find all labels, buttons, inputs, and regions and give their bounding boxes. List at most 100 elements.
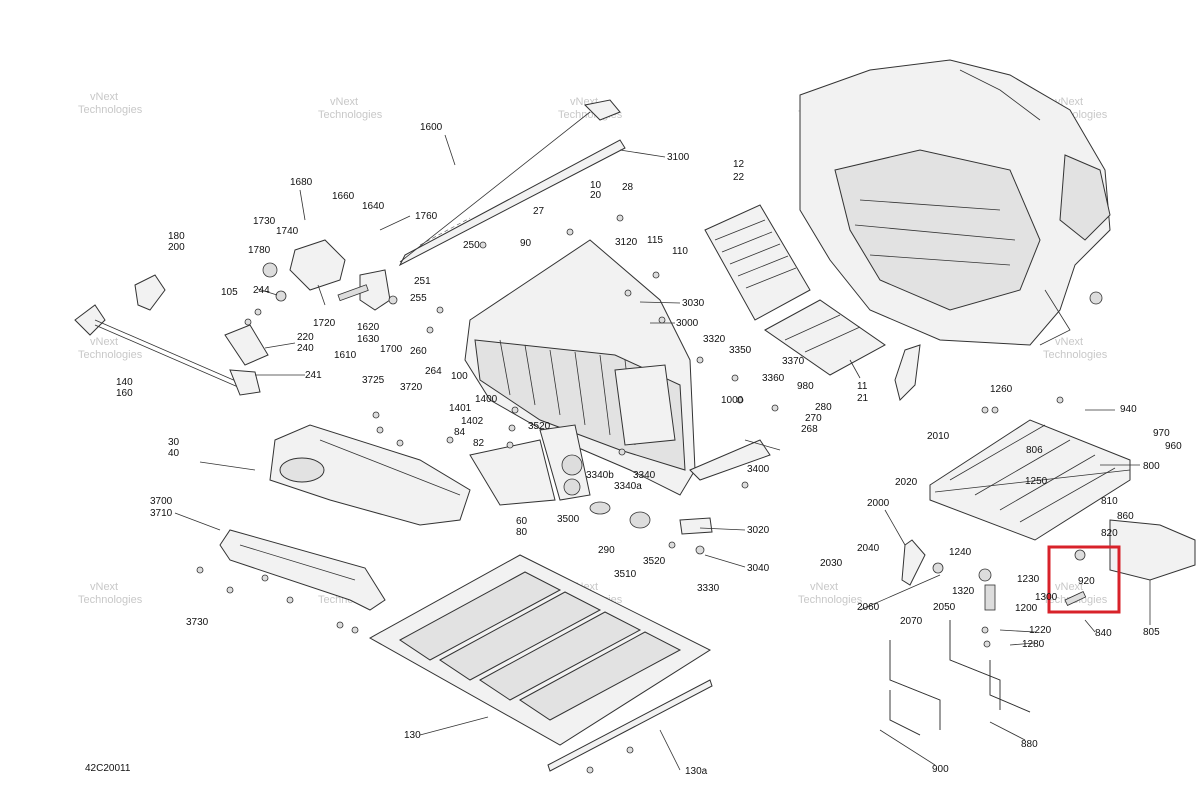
part-label: 3720: [400, 382, 423, 393]
part-label: 3730: [186, 617, 209, 628]
part-label: 3700: [150, 496, 173, 507]
watermark-line2: Technologies: [78, 349, 143, 361]
part-label: 12: [733, 159, 745, 170]
part-label: 3340a: [614, 481, 642, 492]
part-label: 1230: [1017, 574, 1040, 585]
part-label: 1600: [420, 122, 443, 133]
part-label: 84: [454, 427, 466, 438]
part-label: 3330: [697, 583, 720, 594]
part-label: 264: [425, 366, 442, 377]
part-label: 268: [801, 424, 818, 435]
part-label: 3400: [747, 464, 770, 475]
part-label: 240: [297, 343, 314, 354]
part-label: 251: [414, 276, 431, 287]
part-labels: 12 22 1600 3100 10 20 28 27 1680 1660 16…: [116, 122, 1182, 777]
part-label: 1760: [415, 211, 438, 222]
part-label: 115: [647, 235, 663, 246]
watermark-line2: Technologies: [1043, 349, 1108, 361]
part-label: 960: [1165, 441, 1182, 452]
diagram-id: 42C20011: [85, 763, 131, 774]
watermark-line2: Technologies: [78, 594, 143, 606]
part-label: 40: [168, 448, 180, 459]
part-label: 805: [1143, 627, 1160, 638]
part-label: 1260: [990, 384, 1013, 395]
watermark-line1: vNext: [330, 96, 358, 108]
part-label: 1720: [313, 318, 336, 329]
part-label: 1280: [1022, 639, 1045, 650]
part-label: 100: [451, 371, 468, 382]
part-label: 1780: [248, 245, 271, 256]
fasteners: [196, 214, 1064, 774]
part-label: 2040: [857, 543, 880, 554]
part-label: 200: [168, 242, 185, 253]
part-label: 110: [672, 246, 688, 257]
part-label: 2000: [867, 498, 890, 509]
watermark-line2: Technologies: [798, 594, 863, 606]
part-label: 800: [1143, 461, 1160, 472]
highlight-part-920: [1047, 545, 1121, 614]
part-label: 2060: [857, 602, 880, 613]
part-label: 3000: [676, 318, 699, 329]
tube-frames: [889, 620, 1031, 736]
part-label: 1740: [276, 226, 299, 237]
part-label: 30: [168, 437, 180, 448]
part-label: 2010: [927, 431, 950, 442]
part-label: 820: [1101, 528, 1118, 539]
watermark-line1: vNext: [1055, 581, 1083, 593]
part-label: 160: [116, 388, 133, 399]
part-label: 900: [932, 764, 949, 775]
part-label: 270: [805, 413, 822, 424]
part-label: 3520: [528, 421, 551, 432]
part-label: 3350: [729, 345, 752, 356]
part-label: 970: [1153, 428, 1170, 439]
part-label: 1240: [949, 547, 972, 558]
right-frame-assembly: [859, 419, 1196, 611]
watermark-line1: vNext: [810, 581, 838, 593]
part-label: 244: [253, 285, 270, 296]
watermark-line1: vNext: [90, 581, 118, 593]
part-label: 1730: [253, 216, 276, 227]
part-label: 1400: [475, 394, 498, 405]
part-label: 90: [520, 238, 532, 249]
watermark-line1: vNext: [1055, 336, 1083, 348]
part-label: 22: [733, 172, 745, 183]
part-label: 1610: [334, 350, 357, 361]
part-label: 1680: [290, 177, 313, 188]
part-label: 3020: [747, 525, 770, 536]
part-label: 1402: [461, 416, 484, 427]
part-label: 1640: [362, 201, 385, 212]
part-label: 3340b: [586, 470, 614, 481]
part-label: 82: [473, 438, 485, 449]
part-label: 806: [1026, 445, 1043, 456]
part-label: 3120: [615, 237, 638, 248]
part-label: 3510: [614, 569, 637, 580]
part-label: 21: [857, 393, 869, 404]
part-label: 2050: [933, 602, 956, 613]
part-label: 280: [815, 402, 832, 413]
part-label: 3040: [747, 563, 770, 574]
part-label: 11: [857, 381, 868, 392]
part-label: 27: [533, 206, 545, 217]
left-side-panel: [269, 424, 471, 526]
watermark-line1: vNext: [90, 91, 118, 103]
side-step: [219, 529, 386, 611]
cargo-box-body: [799, 59, 1111, 401]
part-label: 255: [410, 293, 427, 304]
part-label: 1320: [952, 586, 975, 597]
part-label: 1700: [380, 344, 403, 355]
floor-panel-130: [368, 554, 713, 772]
part-label: 140: [116, 377, 133, 388]
part-label: 3340: [633, 470, 656, 481]
part-label: 1200: [1015, 603, 1038, 614]
part-label: 130: [404, 730, 421, 741]
support-rails: [398, 99, 626, 267]
part-label: 3360: [762, 373, 785, 384]
part-label: 1660: [332, 191, 355, 202]
part-label: 180: [168, 231, 185, 242]
part-label: 241: [305, 370, 322, 381]
part-label: 105: [221, 287, 238, 298]
part-label: 3370: [782, 356, 805, 367]
floor-panels: [704, 204, 886, 376]
center-storage-structure: [464, 239, 771, 535]
